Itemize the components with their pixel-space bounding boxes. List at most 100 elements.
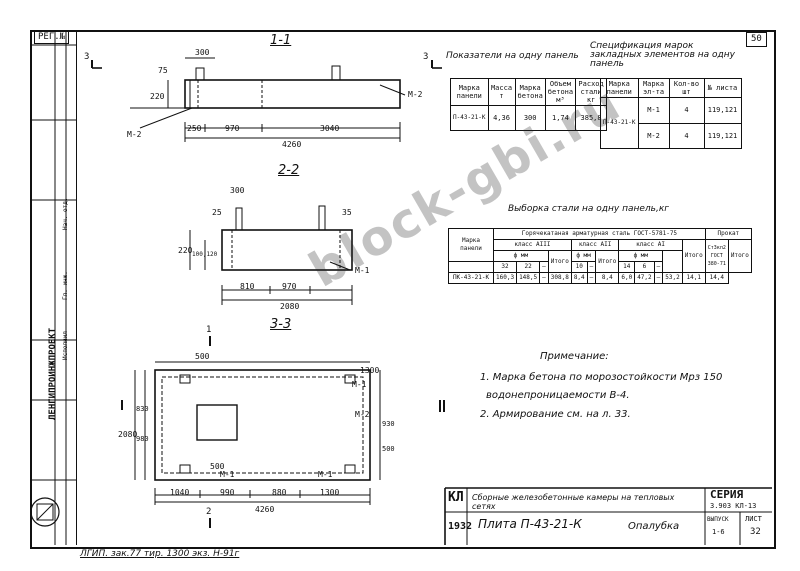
table-cell: 8,4: [570, 272, 588, 284]
dim-100-120: 100,120: [192, 251, 218, 258]
table-cell: 4,36: [487, 105, 516, 131]
sheet-number: 50: [746, 32, 767, 47]
notes-title: Примечание:: [540, 351, 609, 362]
table-header-cell: Итого: [727, 239, 752, 273]
table-header-cell: Марка эл-та: [637, 78, 670, 98]
dim-220: 220: [150, 92, 165, 101]
series-label: СЕРИЯ: [710, 488, 744, 501]
table-row: М-2 4 119,121: [601, 122, 742, 149]
series-value: 3.903 КЛ-13: [710, 502, 757, 510]
dim-220-b: 220: [178, 246, 193, 255]
table-row: П-43-21-К 4,36 300 1,74 385,8: [450, 105, 608, 131]
table-header-row: Марка панели Марка эл-та Кол-во шт № лис…: [600, 78, 742, 98]
cut-mark-3-right: 3: [423, 52, 429, 62]
spec-table-title: Спецификация марок закладных элементов н…: [590, 41, 735, 69]
dim-3040: 3040: [320, 124, 340, 133]
dim-990: 990: [220, 488, 235, 497]
table-cell: М-1: [637, 97, 670, 124]
dim-830: 830: [136, 405, 149, 413]
table-cell: 148,5: [516, 272, 541, 284]
dim-970-b: 970: [282, 282, 297, 291]
note-1-line-1: 1. Марка бетона по морозостойкости Мрз 1…: [480, 372, 723, 383]
label-m1-b: М-1: [352, 380, 367, 389]
dim-2080-b: 2080: [118, 430, 138, 439]
dim-1040: 1040: [170, 488, 190, 497]
table-cell: 14,4: [704, 272, 729, 284]
steel-table: Марка панели Горячекатаная арматурная ст…: [448, 228, 752, 284]
label-m2-c: М-2: [355, 410, 370, 419]
panel-table-title: Показатели на одну панель: [446, 51, 579, 61]
dim-880: 880: [272, 488, 287, 497]
table-header-cell: Итого: [595, 250, 620, 273]
sheet-title: Плита П-43-21-К: [478, 517, 582, 531]
note-2: 2. Армирование см. на л. 33.: [480, 409, 631, 420]
label-m2-b: М-2: [127, 130, 142, 139]
dim-4260-a: 4260: [282, 140, 302, 149]
table-cell: 1,74: [544, 105, 577, 131]
dim-970-a: 970: [225, 124, 240, 133]
table-cell: 119,121: [703, 122, 742, 149]
table-header-row: Марка панели Горячекатаная арматурная ст…: [448, 228, 752, 262]
issue-label: ВЫПУСК: [707, 516, 729, 523]
table-cell: 119,121: [703, 97, 742, 124]
cut-mark-2: 2: [206, 507, 212, 517]
dim-2080-a: 2080: [280, 302, 300, 311]
table-cell: 53,2: [662, 272, 683, 284]
table-cell: П-43-21-К: [450, 105, 489, 131]
label-m1-d: М-1: [318, 470, 333, 479]
dim-980: 980: [136, 435, 149, 443]
doc-code: 1932: [448, 521, 473, 532]
issue-value: 1-6: [712, 528, 725, 536]
table-header-cell: Итого: [681, 239, 706, 273]
table-cell: 8,4: [595, 272, 620, 284]
dim-1300-b: 1300: [320, 488, 340, 497]
cut-mark-3-left: 3: [84, 52, 90, 62]
dim-930: 930: [382, 420, 395, 428]
cut-mark-1: 1: [206, 325, 212, 335]
note-1-line-2: водонепроницаемости В-4.: [486, 390, 630, 401]
table-cell: 300: [514, 105, 546, 131]
table-header-cell: Марка бетона: [514, 78, 546, 106]
table-row: ПК-43-21-К 160,3 148,5 — 308,8 8,4 — 8,4…: [448, 272, 752, 284]
dim-500-a: 500: [195, 352, 210, 361]
dim-810: 810: [240, 282, 255, 291]
panel-indicators-table: Марка панели Масса т Марка бетона Объем …: [450, 78, 608, 131]
table-header-row: ф мм Итого ф мм Итого ф мм: [449, 250, 752, 273]
steel-table-title: Выборка стали на одну панель,кг: [508, 204, 669, 214]
dim-250: 250: [187, 124, 202, 133]
title-description: Сборные железобетонные камеры на тепловы…: [472, 493, 675, 511]
drawing-frame: [30, 30, 776, 549]
table-cell: 160,3: [492, 272, 518, 284]
spec-table: Марка панели Марка эл-та Кол-во шт № лис…: [600, 78, 742, 149]
list-label: ЛИСТ: [745, 515, 762, 523]
dim-500-c: 500: [210, 462, 225, 471]
dim-35: 35: [342, 208, 352, 217]
table-header-cell: Объем бетона м³: [544, 78, 577, 106]
dim-25: 25: [212, 208, 222, 217]
dim-1300: 1300: [360, 366, 380, 375]
table-header-row: Марка панели Масса т Марка бетона Объем …: [450, 78, 608, 106]
table-cell: 14,1: [681, 272, 706, 284]
table-cell: 308,8: [547, 272, 572, 284]
reg-label: РЕГ.№: [34, 31, 70, 44]
section-title-1-1: 1-1: [270, 33, 292, 48]
label-m1-a: М-1: [355, 266, 370, 275]
dim-500-b: 500: [382, 445, 395, 453]
section-title-3-3: 3-3: [270, 317, 292, 332]
label-m1-c: М-1: [220, 470, 235, 479]
drawing-type: Опалубка: [628, 521, 680, 532]
side-stamp-strip: [30, 30, 77, 545]
table-header-cell: Масса т: [487, 78, 516, 106]
table-cell: 47,2: [634, 272, 655, 284]
dim-300-b: 300: [230, 186, 245, 195]
dim-75: 75: [158, 66, 168, 75]
table-cell: 6,0: [618, 272, 636, 284]
title-kl: КЛ: [448, 490, 464, 505]
table-header-cell: Ст3кп2 ГОСТ 380-71: [704, 239, 729, 273]
list-value: 32: [750, 527, 761, 537]
dim-4260-b: 4260: [255, 505, 275, 514]
table-header-cell: № листа: [703, 78, 742, 98]
